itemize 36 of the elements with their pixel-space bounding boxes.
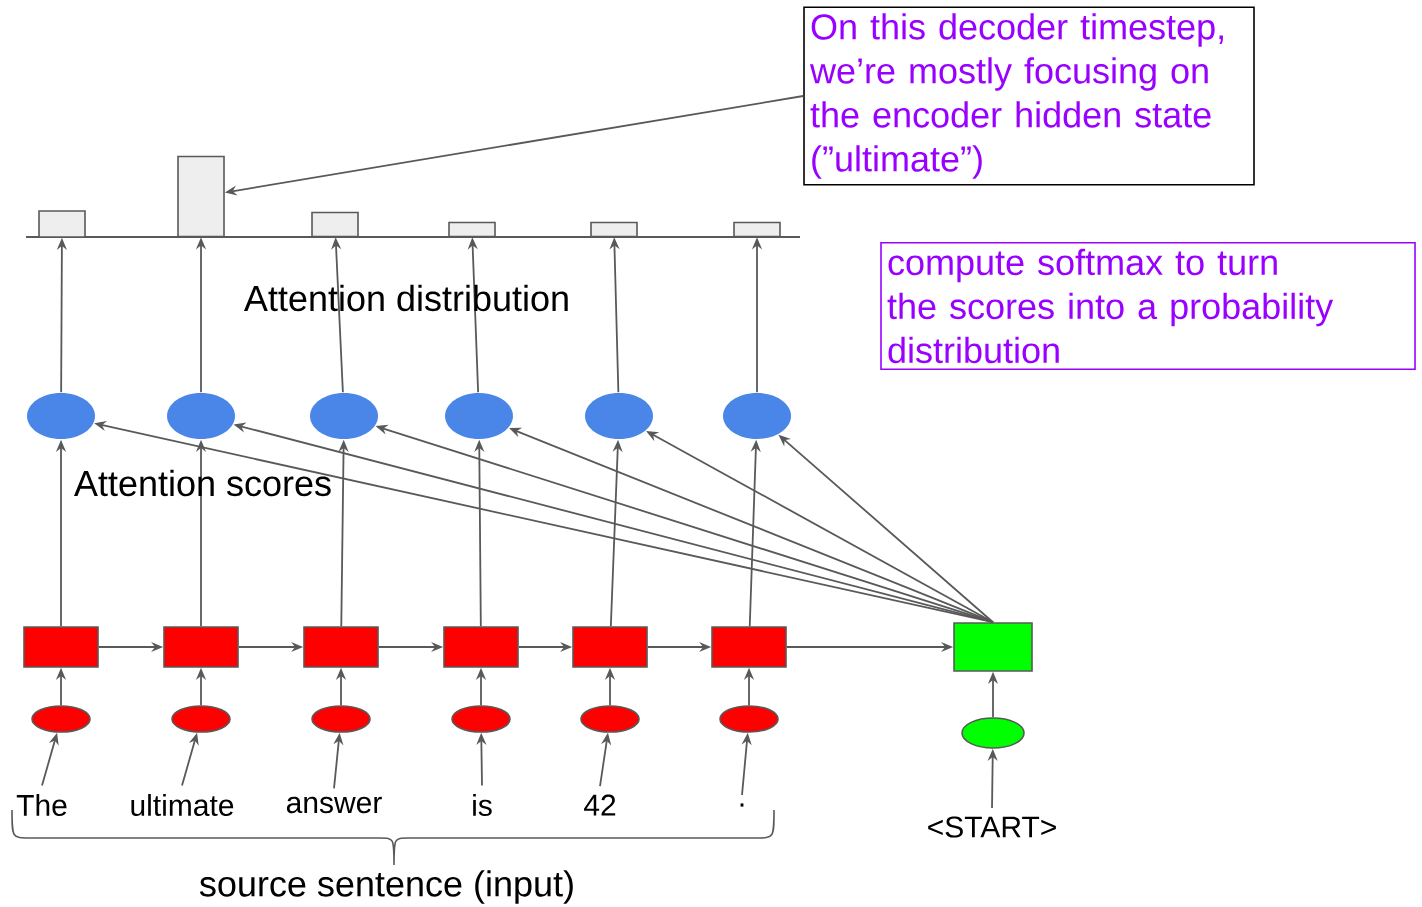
word-label: 42 — [584, 794, 616, 816]
word-label: is — [473, 794, 492, 816]
bar — [177, 155, 225, 238]
embedding-ellipse — [451, 705, 511, 733]
section-label: source sentence (input) — [199, 870, 573, 904]
encoder-state-box — [23, 626, 99, 668]
word-label: . — [740, 803, 744, 807]
score-ellipse — [585, 393, 653, 439]
bar — [38, 210, 86, 238]
word-label: answer — [286, 796, 382, 814]
callout-box: On this decoder timestep, we’re mostly focusing on the encoder hidden state (”ultimate”) — [803, 6, 1255, 186]
decoder-state-box — [953, 622, 1033, 672]
bar — [590, 221, 638, 238]
word-label: ultimate — [131, 794, 234, 816]
encoder-state-box — [572, 626, 648, 668]
encoder-state-box — [163, 626, 239, 668]
embedding-ellipse — [31, 705, 91, 733]
encoder-state-box — [303, 626, 379, 668]
score-ellipse — [167, 393, 235, 439]
embedding-ellipse — [311, 705, 371, 733]
score-ellipse — [723, 393, 791, 439]
encoder-state-box — [711, 626, 787, 668]
embedding-ellipse — [580, 705, 640, 733]
score-ellipse — [445, 393, 513, 439]
bar — [733, 221, 781, 238]
encoder-state-box — [443, 626, 519, 668]
embedding-ellipse — [961, 717, 1025, 749]
bar — [448, 221, 496, 238]
note-box: compute softmax to turn the scores into a probability distribution — [880, 242, 1416, 370]
word-label: <START> — [928, 816, 1056, 838]
embedding-ellipse — [171, 705, 231, 733]
score-ellipse — [27, 393, 95, 439]
embedding-ellipse — [719, 705, 779, 733]
word-label: The — [16, 794, 67, 816]
bar — [311, 211, 359, 238]
score-ellipse — [310, 393, 378, 439]
